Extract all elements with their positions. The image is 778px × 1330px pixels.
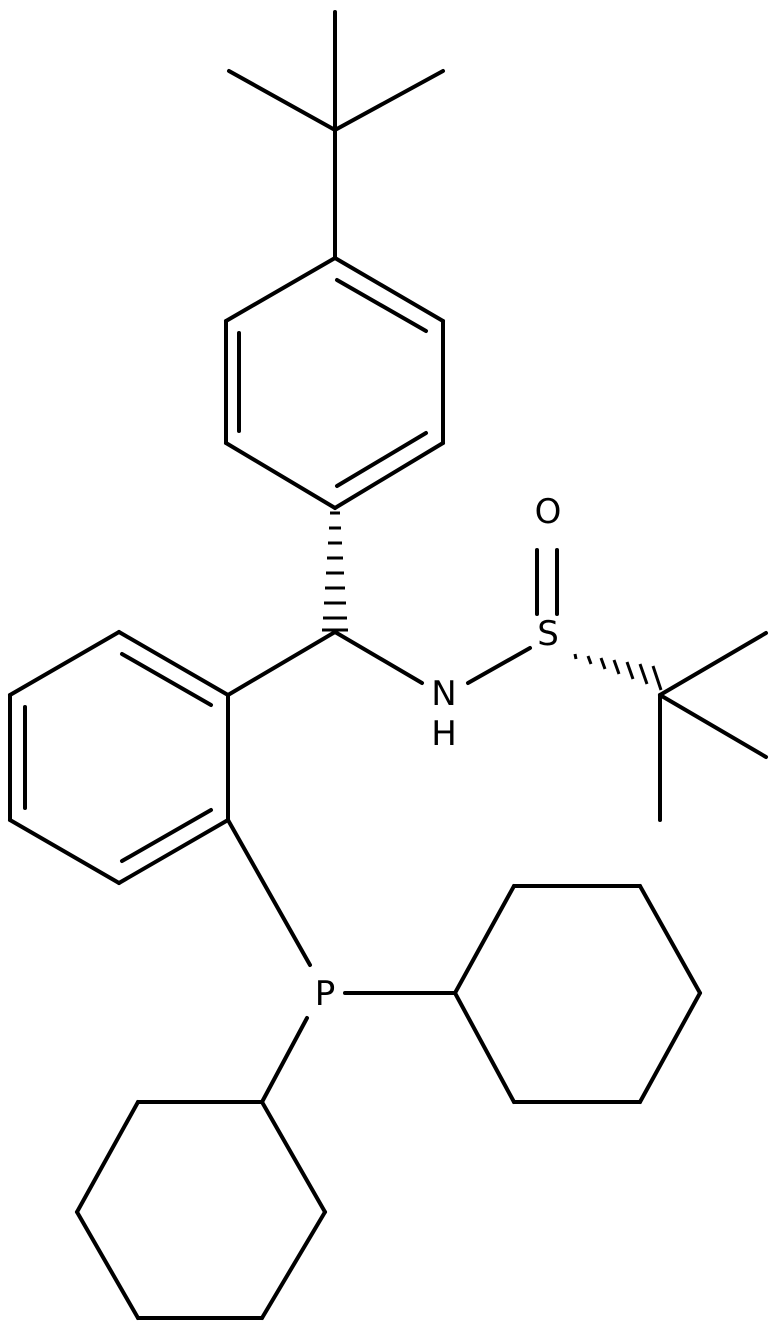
- bond: [260, 1016, 309, 1104]
- bond: [638, 884, 702, 995]
- top-benzene-ring: [224, 256, 445, 510]
- hydrogen-atom-label: H: [431, 714, 457, 754]
- bond: [453, 884, 516, 995]
- bond: [333, 630, 424, 685]
- double-bond-inner: [120, 808, 213, 863]
- hashed-wedge-bond-sulfur: [573, 653, 663, 691]
- bond: [658, 693, 768, 759]
- bond: [224, 256, 337, 323]
- bond: [75, 1210, 140, 1320]
- bond: [75, 1100, 140, 1214]
- phosphorus-atom-label: P: [315, 974, 336, 1014]
- bond: [8, 630, 121, 697]
- bond: [638, 991, 702, 1104]
- bond: [466, 646, 532, 685]
- bond: [333, 69, 445, 132]
- lower-benzene-ring: [8, 630, 230, 885]
- sulfur-atom-label: S: [537, 614, 559, 654]
- phosphine-bonds: [226, 818, 457, 1104]
- stereocenter-bonds: [226, 630, 424, 697]
- double-bond-inner: [335, 431, 428, 488]
- double-bond-inner: [120, 652, 213, 707]
- bond: [333, 256, 445, 323]
- top-tert-butyl-group: [227, 10, 445, 260]
- bond: [333, 441, 445, 510]
- bond: [226, 818, 312, 967]
- bond: [224, 441, 337, 510]
- sulfinyl-tert-butyl-group: [658, 631, 768, 822]
- bond: [227, 69, 337, 132]
- bond: [117, 630, 230, 697]
- oxygen-atom-label: O: [535, 492, 562, 532]
- bond: [226, 630, 337, 697]
- hashed-wedge-bond-aryl: [322, 511, 348, 632]
- bond: [8, 818, 121, 885]
- bond: [658, 631, 768, 697]
- right-cyclohexyl-ring: [453, 884, 702, 1104]
- bond: [260, 1210, 327, 1320]
- bond: [117, 818, 230, 885]
- double-bond-inner: [335, 278, 428, 333]
- sulfinamide-group: [466, 548, 559, 685]
- bond: [453, 991, 516, 1104]
- left-cyclohexyl-ring: [75, 1100, 327, 1320]
- bond: [260, 1100, 327, 1214]
- nitrogen-atom-label: N: [431, 674, 456, 714]
